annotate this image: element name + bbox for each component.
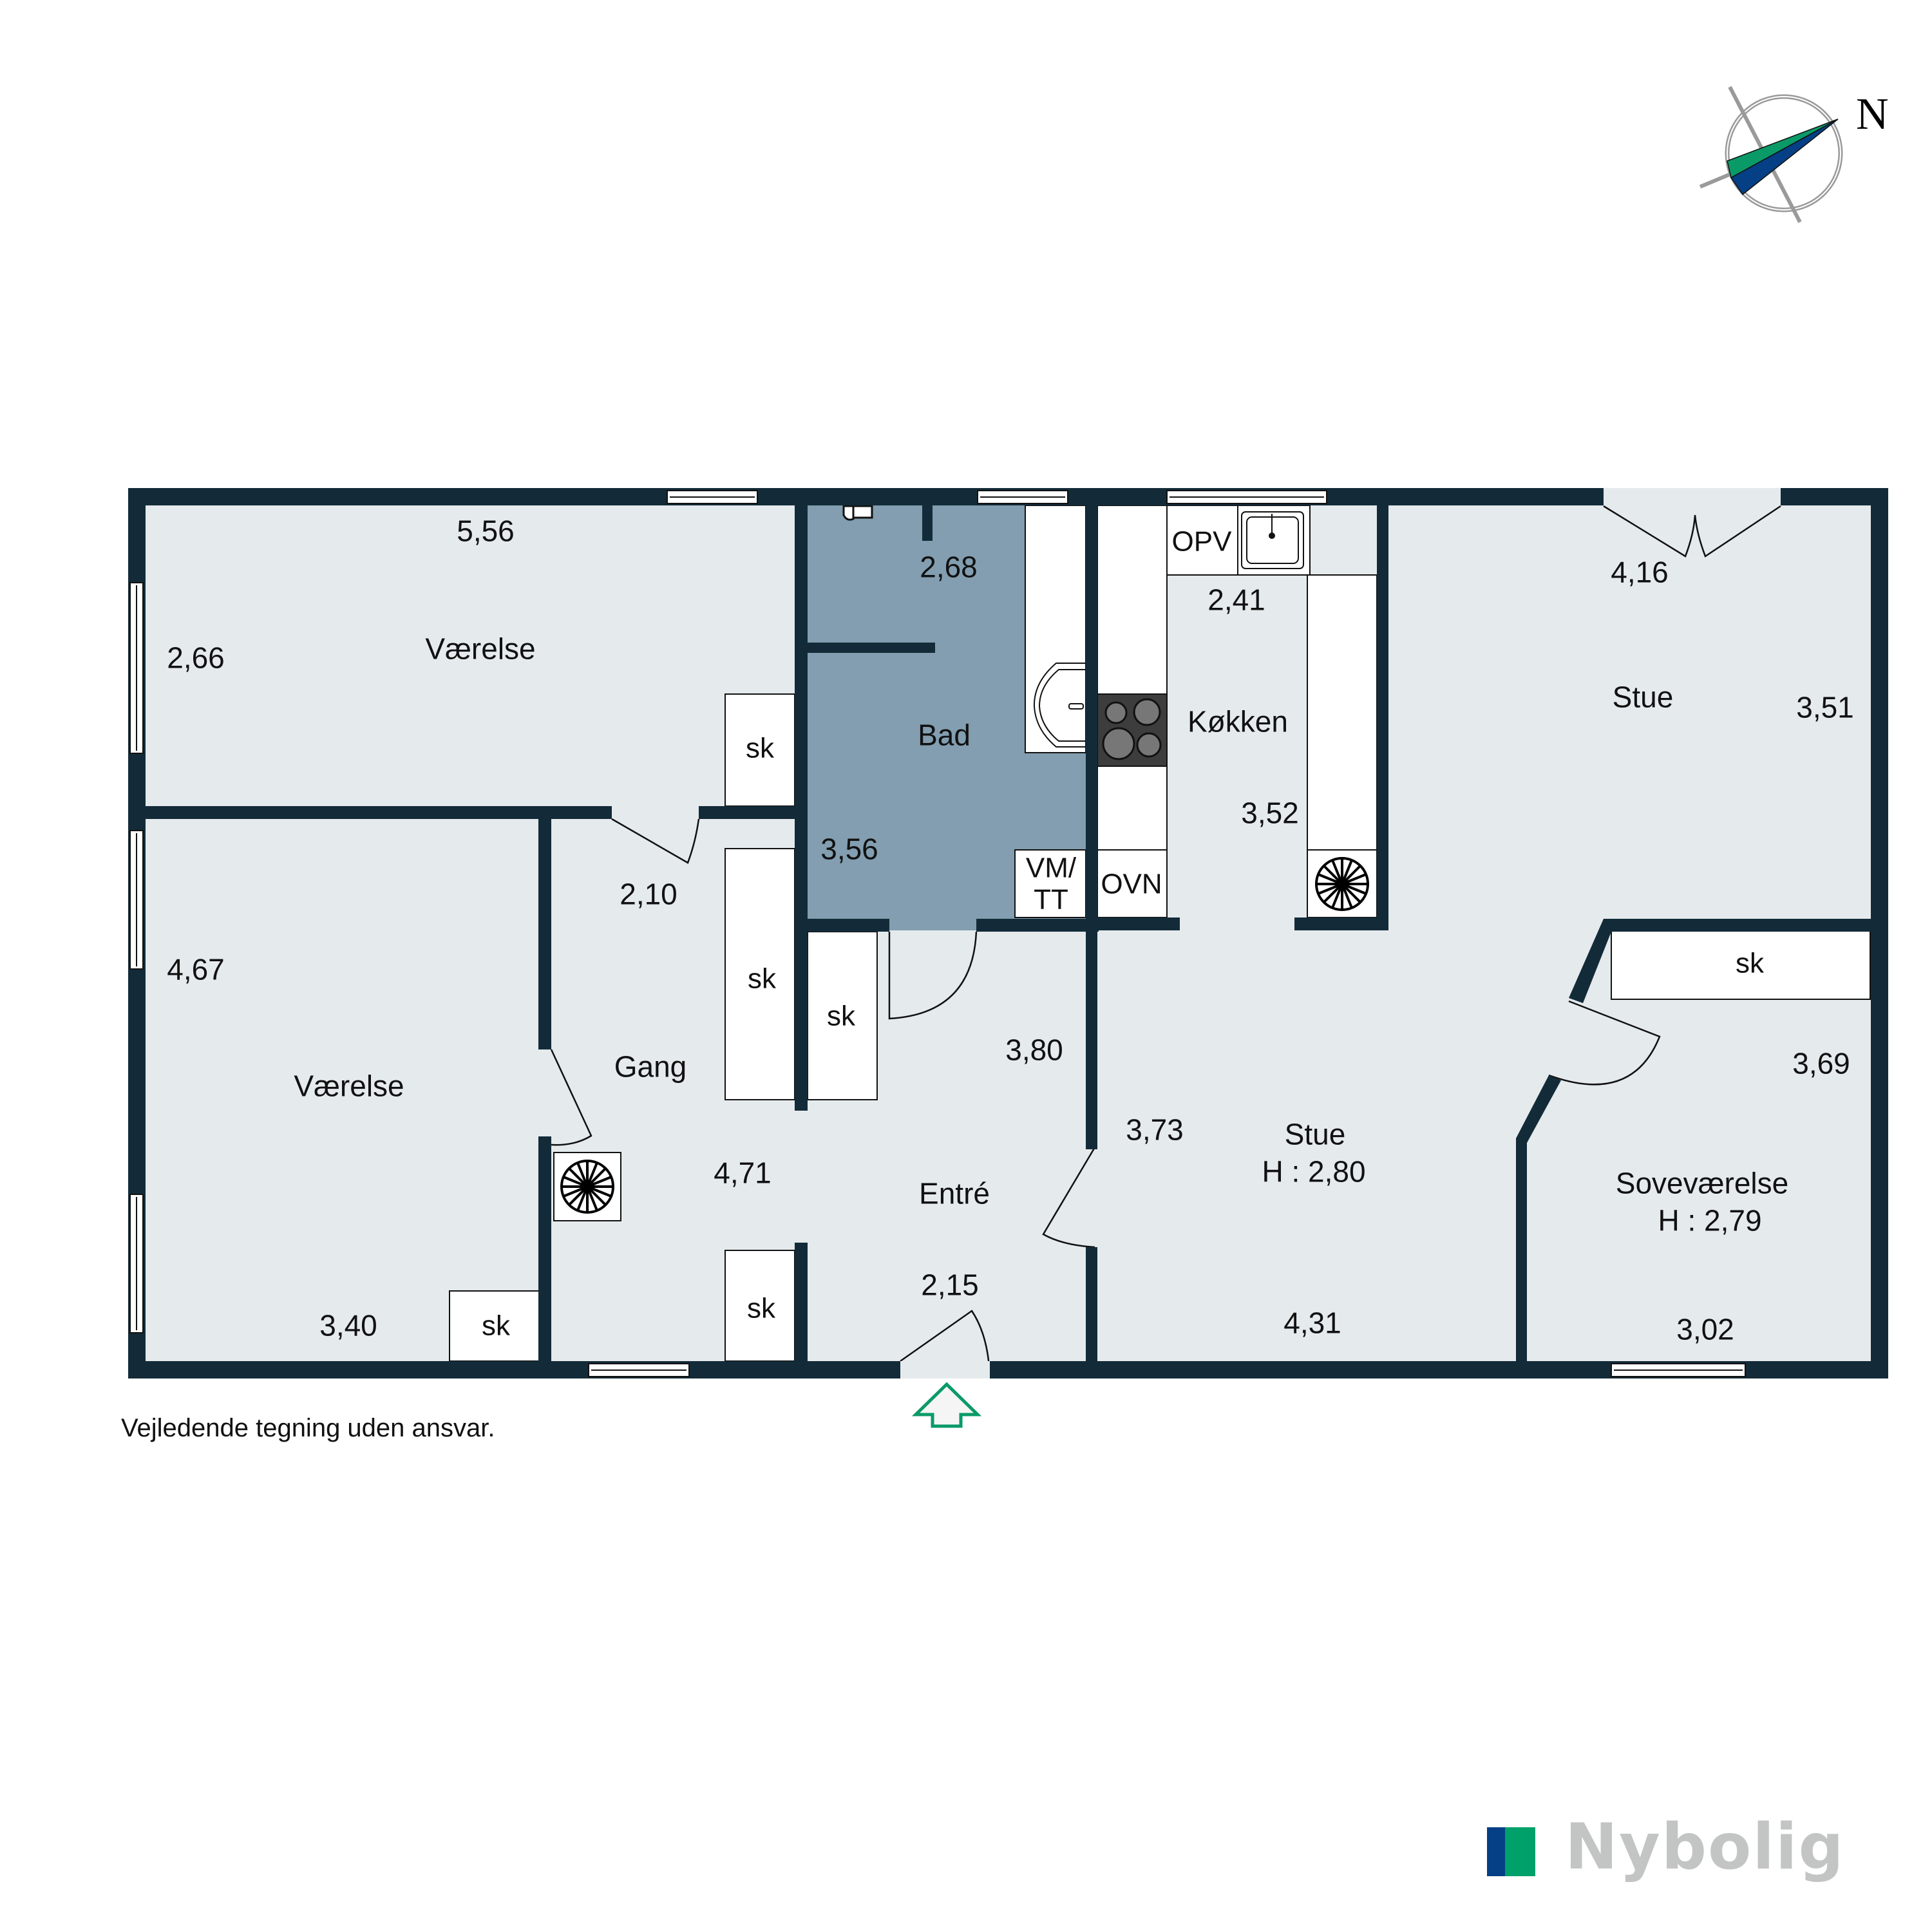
nybolig-logo-text: Nybolig: [1565, 1811, 1845, 1884]
room-name-bad: Bad: [918, 718, 971, 752]
dim-entre-width: 2,15: [921, 1268, 979, 1302]
north-label: N: [1856, 89, 1889, 139]
washer-dryer-label-line1: VM/: [1025, 852, 1077, 884]
dim-sovevaerelse-depth: 3,69: [1792, 1046, 1850, 1080]
nybolig-logo-mark: [1487, 1827, 1535, 1876]
dim-entre-depth: 3,80: [1005, 1033, 1063, 1067]
room-name-vaerelse-2: Værelse: [294, 1069, 404, 1103]
room-name-entre: Entré: [919, 1176, 990, 1210]
dim-stue-1-depth: 3,51: [1796, 690, 1854, 724]
dim-gang-width: 2,10: [620, 877, 677, 911]
closet-label: sk: [1736, 947, 1764, 979]
dim-stue-1-width: 4,16: [1611, 555, 1669, 589]
room-name-koekken: Køkken: [1188, 704, 1288, 739]
closet-label: sk: [746, 732, 774, 764]
windows: [129, 490, 1746, 1377]
washbasin-icon: [1033, 663, 1086, 748]
closet-label: sk: [747, 1292, 775, 1324]
door-openings: [900, 488, 1781, 1379]
disclaimer-text: Vejledende tegning uden ansvar.: [121, 1414, 495, 1442]
ventilation-icon: [560, 1160, 614, 1214]
dim-koekken-depth: 3,52: [1241, 796, 1299, 830]
oven-label: OVN: [1101, 868, 1162, 900]
dim-koekken-width: 2,41: [1208, 583, 1265, 617]
kitchen-sink-icon: [1241, 511, 1304, 569]
closet-label: sk: [482, 1310, 510, 1342]
dishwasher-label: OPV: [1171, 525, 1232, 558]
room-name-stue-1: Stue: [1612, 680, 1674, 714]
dim-sovevaerelse-width: 3,02: [1676, 1312, 1734, 1346]
dim-bad-width: 2,68: [920, 550, 978, 584]
dim-gang-length: 4,71: [714, 1156, 772, 1190]
fixtures: [449, 505, 1871, 1362]
dim-vaerelse-1-depth: 2,66: [167, 641, 225, 675]
dim-stue-2-width: 4,31: [1283, 1306, 1341, 1340]
cooktop-icon: [1097, 693, 1168, 767]
dim-vaerelse-2-depth: 4,67: [167, 952, 225, 986]
dim-bad-depth: 3,56: [820, 832, 878, 866]
dim-vaerelse-1-width: 5,56: [457, 514, 515, 548]
compass-icon: [1699, 86, 1843, 223]
toilet-icon: [842, 505, 873, 521]
room-name-sovevaerelse: Soveværelse: [1615, 1166, 1789, 1200]
dim-stue-2-depth: 3,73: [1126, 1113, 1184, 1147]
room-height-sovevaerelse: H : 2,79: [1658, 1203, 1762, 1237]
ventilation-icon: [1315, 857, 1369, 911]
closet-label: sk: [827, 1000, 855, 1032]
dim-vaerelse-2-width: 3,40: [319, 1308, 377, 1342]
room-height-stue-2: H : 2,80: [1262, 1154, 1366, 1189]
entry-arrow-icon: [911, 1382, 982, 1428]
closet-label: sk: [748, 963, 776, 995]
washer-dryer-label-line2: TT: [1034, 883, 1068, 916]
room-name-vaerelse-1: Værelse: [425, 632, 536, 666]
room-name-stue-2: Stue: [1284, 1117, 1346, 1151]
room-name-gang: Gang: [614, 1049, 687, 1084]
